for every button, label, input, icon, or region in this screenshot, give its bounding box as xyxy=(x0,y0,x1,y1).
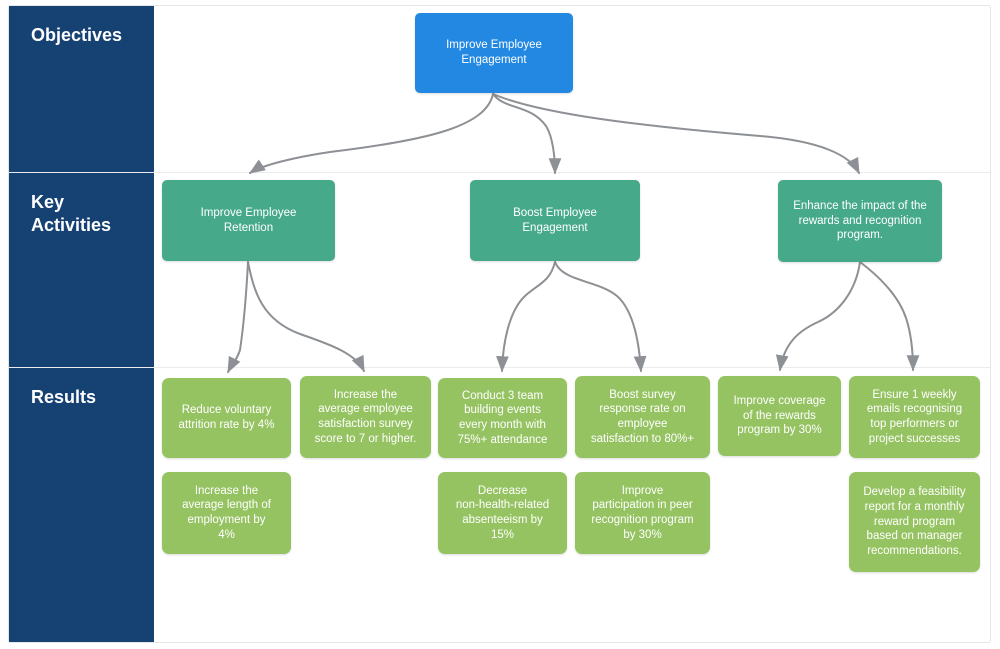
result-node-8[interactable]: Decrease non-health-related absenteeism … xyxy=(438,472,567,554)
lane-header-objectives-label: Objectives xyxy=(31,25,123,45)
lane-header-objectives: Objectives xyxy=(9,6,154,172)
result-node-6-label: Ensure 1 weekly emails recognising top p… xyxy=(866,388,963,445)
result-node-3-label: Conduct 3 team building events every mon… xyxy=(457,389,548,446)
activity-node-1-label: Improve Employee Retention xyxy=(200,206,297,234)
result-node-1[interactable]: Reduce voluntary attrition rate by 4% xyxy=(162,378,291,458)
result-node-4[interactable]: Boost survey response rate on employee s… xyxy=(575,376,710,458)
lane-header-results-label: Results xyxy=(31,387,97,407)
lane-separator-key-results xyxy=(9,367,990,368)
objective-node-1[interactable]: Improve Employee Engagement xyxy=(415,13,573,93)
activity-node-2-label: Boost Employee Engagement xyxy=(513,206,597,234)
result-node-3[interactable]: Conduct 3 team building events every mon… xyxy=(438,378,567,458)
objective-node-1-label: Improve Employee Engagement xyxy=(446,39,542,66)
result-node-4-label: Boost survey response rate on employee s… xyxy=(590,388,695,445)
result-node-8-label: Decrease non-health-related absenteeism … xyxy=(455,484,550,541)
result-node-9-label: Improve participation in peer recognitio… xyxy=(591,484,694,541)
result-node-9[interactable]: Improve participation in peer recognitio… xyxy=(575,472,710,554)
result-node-10-label: Develop a feasibility report for a month… xyxy=(863,486,966,558)
result-node-7[interactable]: Increase the average length of employmen… xyxy=(162,472,291,554)
result-node-7-label: Increase the average length of employmen… xyxy=(182,484,271,541)
result-node-2-label: Increase the average employee satisfacti… xyxy=(314,388,417,445)
result-node-1-label: Reduce voluntary attrition rate by 4% xyxy=(178,404,275,431)
activity-node-3-label: Enhance the impact of the rewards and re… xyxy=(793,199,927,242)
result-node-5-label: Improve coverage of the rewards program … xyxy=(733,394,826,437)
activity-node-1[interactable]: Improve Employee Retention xyxy=(162,180,335,261)
lane-header-results: Results xyxy=(9,368,154,642)
lane-separator-objectives-key xyxy=(9,172,990,173)
result-node-5[interactable]: Improve coverage of the rewards program … xyxy=(718,376,841,456)
result-node-10[interactable]: Develop a feasibility report for a month… xyxy=(849,472,980,572)
result-node-6[interactable]: Ensure 1 weekly emails recognising top p… xyxy=(849,376,980,458)
result-node-2[interactable]: Increase the average employee satisfacti… xyxy=(300,376,431,458)
activity-node-2[interactable]: Boost Employee Engagement xyxy=(470,180,640,261)
activity-node-3[interactable]: Enhance the impact of the rewards and re… xyxy=(778,180,942,262)
lane-header-key-activities: Key Activities xyxy=(9,173,154,367)
lane-header-key-activities-label: Key Activities xyxy=(31,192,112,235)
